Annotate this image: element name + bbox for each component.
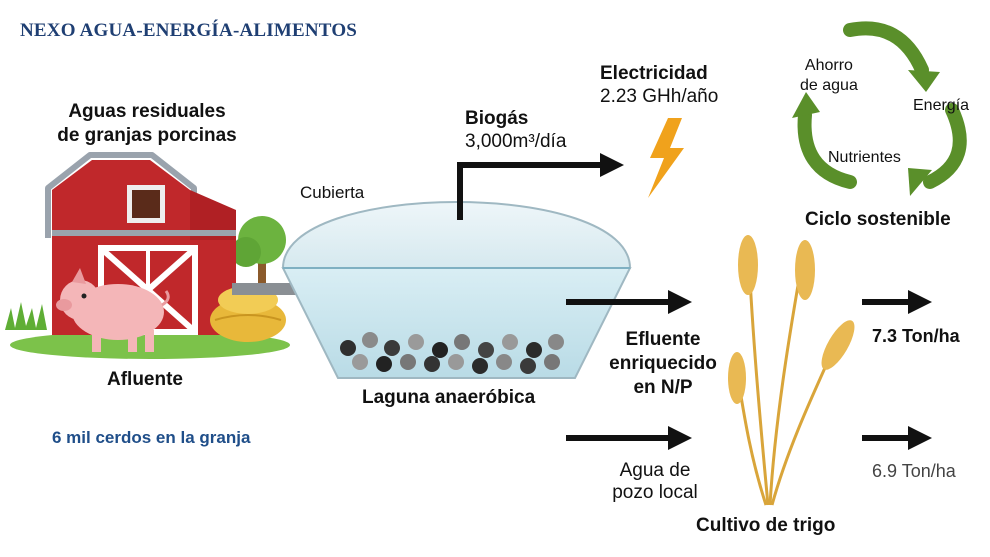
lagoon-name: Laguna anaeróbica: [362, 387, 536, 408]
biogas-value: 3,000m³/día: [465, 131, 567, 152]
afluente-label: Afluente: [107, 369, 183, 390]
cycle-energy: Energía: [913, 97, 970, 114]
wheat-label: Cultivo de trigo: [696, 515, 836, 536]
lagoon-icon: [281, 201, 632, 379]
effluent-label: Efluente enriquecido en N/P: [600, 328, 726, 400]
cycle-water-line2: de agua: [800, 77, 858, 94]
groundwater-label: Agua de pozo local: [595, 460, 715, 504]
farm-heading-line2: de granjas porcinas: [57, 125, 237, 146]
biogas-group: Biogás 3,000m³/día: [465, 107, 566, 153]
cycle-water: Ahorro de agua: [800, 56, 858, 96]
pig-icon: [56, 268, 170, 352]
effluent-line3: en N/P: [633, 377, 693, 398]
wheat-icon: [728, 235, 855, 506]
cycle-arrowheads: [792, 70, 940, 196]
electricity-label: Electricidad: [600, 63, 708, 84]
pigs-note: 6 mil cerdos en la granja: [52, 428, 251, 447]
biogas-arrow: [457, 153, 624, 220]
electricity-group: Electricidad 2.23 GHh/año: [600, 62, 718, 108]
tree-icon: [231, 216, 286, 295]
yield-groundwater: 6.9 Ton/ha: [872, 461, 956, 481]
lightning-icon: [648, 118, 684, 198]
biogas-label: Biogás: [465, 108, 529, 129]
cover-label: Cubierta: [300, 183, 365, 202]
effluent-line1: Efluente: [625, 329, 701, 350]
cycle-nutrients: Nutrientes: [828, 149, 901, 166]
yield-effluent: 7.3 Ton/ha: [872, 326, 960, 346]
cycle-arrows-icon: [797, 21, 967, 189]
groundwater-line1: Agua de: [619, 460, 691, 481]
effluent-line2: enriquecido: [609, 353, 717, 374]
electricity-value: 2.23 GHh/año: [600, 86, 719, 107]
page-title: NEXO AGUA-ENERGÍA-ALIMENTOS: [20, 20, 358, 41]
farm-heading-line1: Aguas residuales: [68, 101, 226, 122]
groundwater-line2: pozo local: [612, 482, 698, 503]
farm-heading: Aguas residuales de granjas porcinas: [52, 100, 242, 148]
cycle-title: Ciclo sostenible: [805, 209, 951, 230]
cycle-water-line1: Ahorro: [804, 57, 853, 74]
